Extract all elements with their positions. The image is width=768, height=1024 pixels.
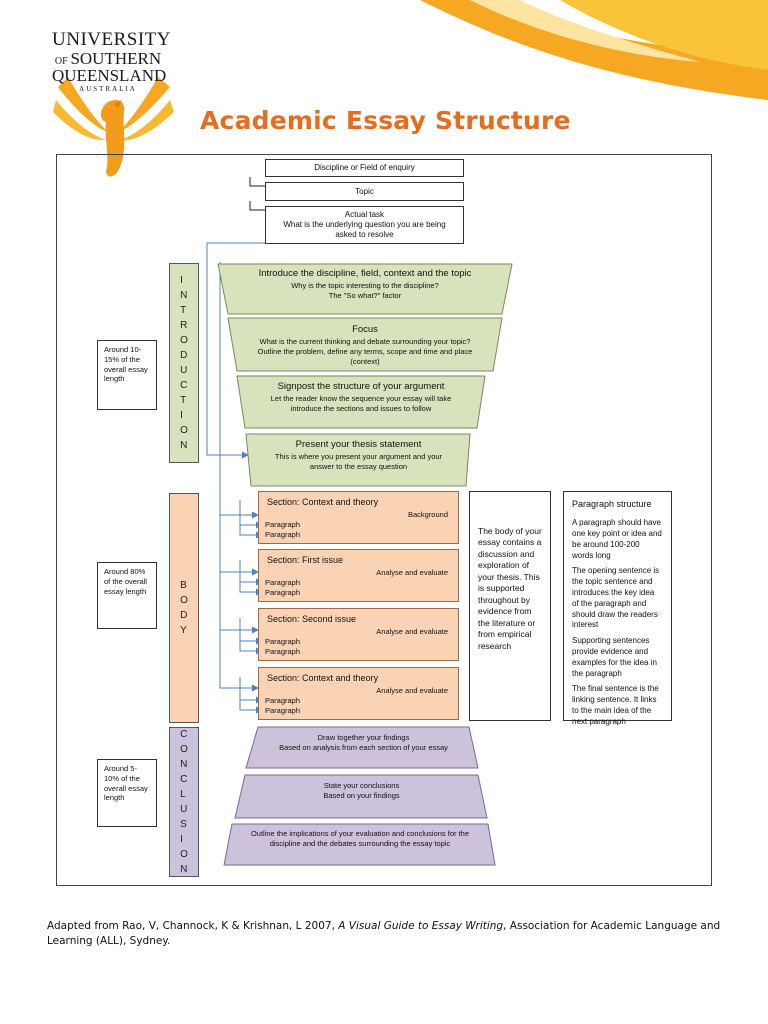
introduction-letter: N bbox=[180, 440, 188, 451]
conclusion-length-note: Around 5-10% of the overall essay length bbox=[97, 759, 157, 827]
paragraph-structure-box: Paragraph structure A paragraph should h… bbox=[563, 491, 672, 726]
paragraph-structure-title: Paragraph structure bbox=[572, 499, 652, 509]
introduction-letter: T bbox=[180, 305, 187, 316]
introduction-letter: I bbox=[180, 410, 183, 421]
conclusion-letter: C bbox=[180, 774, 188, 785]
introduction-letter: N bbox=[180, 290, 188, 301]
logo-line-2: OF SOUTHERN bbox=[54, 49, 162, 68]
body-section-first-issue: Section: First issue Analyse and evaluat… bbox=[258, 549, 459, 602]
body-section-second-issue: Section: Second issue Analyse and evalua… bbox=[258, 608, 459, 661]
body-letter: O bbox=[180, 595, 188, 606]
intro-item-signpost: Signpost the structure of your argument … bbox=[270, 381, 452, 414]
introduction-letter: I bbox=[180, 275, 183, 286]
introduction-letter: D bbox=[180, 350, 188, 361]
conclusion-letter: O bbox=[180, 849, 188, 860]
topic-box: Topic bbox=[265, 182, 464, 201]
logo-line-1: UNIVERSITY bbox=[52, 29, 171, 50]
logo-line-3: QUEENSLAND bbox=[52, 66, 167, 85]
citation-footer: Adapted from Rao, V, Channock, K & Krish… bbox=[47, 920, 721, 948]
body-letter: B bbox=[180, 580, 187, 591]
diagram-frame bbox=[56, 154, 712, 886]
introduction-letter: C bbox=[180, 380, 188, 391]
conclusion-letter: S bbox=[180, 819, 187, 830]
conclusion-item-implications: Outline the implications of your evaluat… bbox=[250, 829, 470, 848]
paragraph-point: The final sentence is the linking senten… bbox=[572, 684, 659, 726]
conclusion-letter: O bbox=[180, 744, 188, 755]
page-title: Academic Essay Structure bbox=[200, 106, 571, 135]
conclusion-letter: I bbox=[180, 834, 183, 845]
intro-length-note: Around 10-15% of the overall essay lengt… bbox=[97, 340, 157, 410]
body-length-note: Around 80% of the overall essay length bbox=[97, 562, 157, 629]
conclusion-letter: C bbox=[180, 729, 188, 740]
intro-item-focus: Focus What is the current thinking and d… bbox=[257, 324, 473, 366]
phoenix-logo-icon bbox=[53, 77, 174, 177]
body-letter: D bbox=[180, 610, 188, 621]
introduction-letter: R bbox=[180, 320, 188, 331]
introduction-letter: T bbox=[180, 395, 187, 406]
university-logo-text: UNIVERSITY OF SOUTHERN QUEENSLAND AUSTRA… bbox=[52, 29, 171, 93]
intro-item-thesis: Present your thesis statement This is wh… bbox=[274, 439, 443, 472]
logo-line-4: AUSTRALIA bbox=[79, 85, 137, 93]
intro-item-discipline: Introduce the discipline, field, context… bbox=[258, 268, 472, 301]
paragraph-point: A paragraph should have one key point or… bbox=[572, 518, 662, 560]
body-letter: Y bbox=[180, 625, 187, 636]
body-section-context: Section: Context and theory Background P… bbox=[258, 491, 459, 544]
body-section-context-2: Section: Context and theory Analyse and … bbox=[258, 667, 459, 720]
conclusion-letter: L bbox=[180, 789, 186, 800]
conclusion-letter: U bbox=[180, 804, 188, 815]
decorative-swoosh bbox=[420, 0, 768, 100]
introduction-letter: O bbox=[180, 335, 188, 346]
conclusion-letter: N bbox=[180, 759, 188, 770]
introduction-letter: O bbox=[180, 425, 188, 436]
body-description: The body of your essay contains a discus… bbox=[469, 491, 551, 721]
paragraph-point: Supporting sentences provide evidence an… bbox=[572, 636, 657, 678]
introduction-letter: U bbox=[180, 365, 188, 376]
conclusion-letter: N bbox=[180, 864, 188, 875]
actual-task-box: Actual task What is the underlying quest… bbox=[265, 206, 464, 244]
paragraph-point: The opening sentence is the topic senten… bbox=[572, 566, 660, 630]
discipline-box: Discipline or Field of enquiry bbox=[265, 159, 464, 177]
